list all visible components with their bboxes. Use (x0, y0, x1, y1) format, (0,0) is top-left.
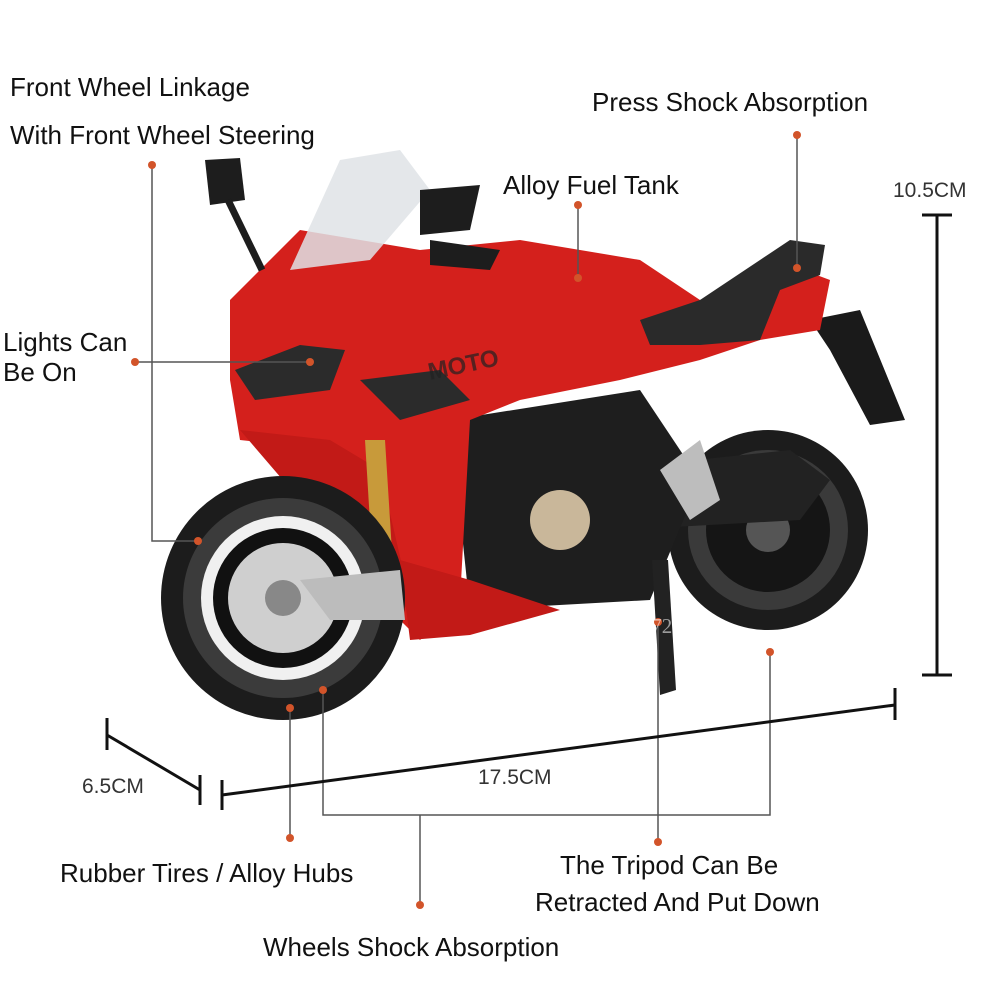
label-front-wheel-line1: Front Wheel Linkage (10, 72, 250, 102)
label-fuel-tank: Alloy Fuel Tank (503, 170, 679, 200)
dimension-length: 17.5CM (478, 766, 552, 789)
front-wheel (161, 476, 405, 720)
windscreen (290, 150, 430, 270)
watermark: Store ID 1103728359 (533, 614, 715, 638)
callout-dots (131, 131, 801, 909)
label-press-shock: Press Shock Absorption (592, 87, 869, 117)
label-tripod-line1: The Tripod Can Be (560, 850, 779, 880)
seat (640, 240, 825, 345)
headlight (235, 345, 345, 400)
dimension-width: 6.5CM (82, 775, 144, 798)
dimension-lines (105, 213, 952, 810)
label-wheels-shock: Wheels Shock Absorption (263, 932, 560, 962)
dimension-height: 10.5CM (893, 179, 967, 202)
label-lights-line1: Lights Can (3, 327, 128, 357)
leader-lines (135, 135, 798, 905)
label-tripod-line2: Retracted And Put Down (535, 887, 820, 917)
footpeg (660, 440, 720, 520)
label-tires: Rubber Tires / Alloy Hubs (60, 858, 354, 888)
label-lights-line2: Be On (3, 357, 77, 387)
label-front-wheel-line2: With Front Wheel Steering (10, 120, 315, 150)
